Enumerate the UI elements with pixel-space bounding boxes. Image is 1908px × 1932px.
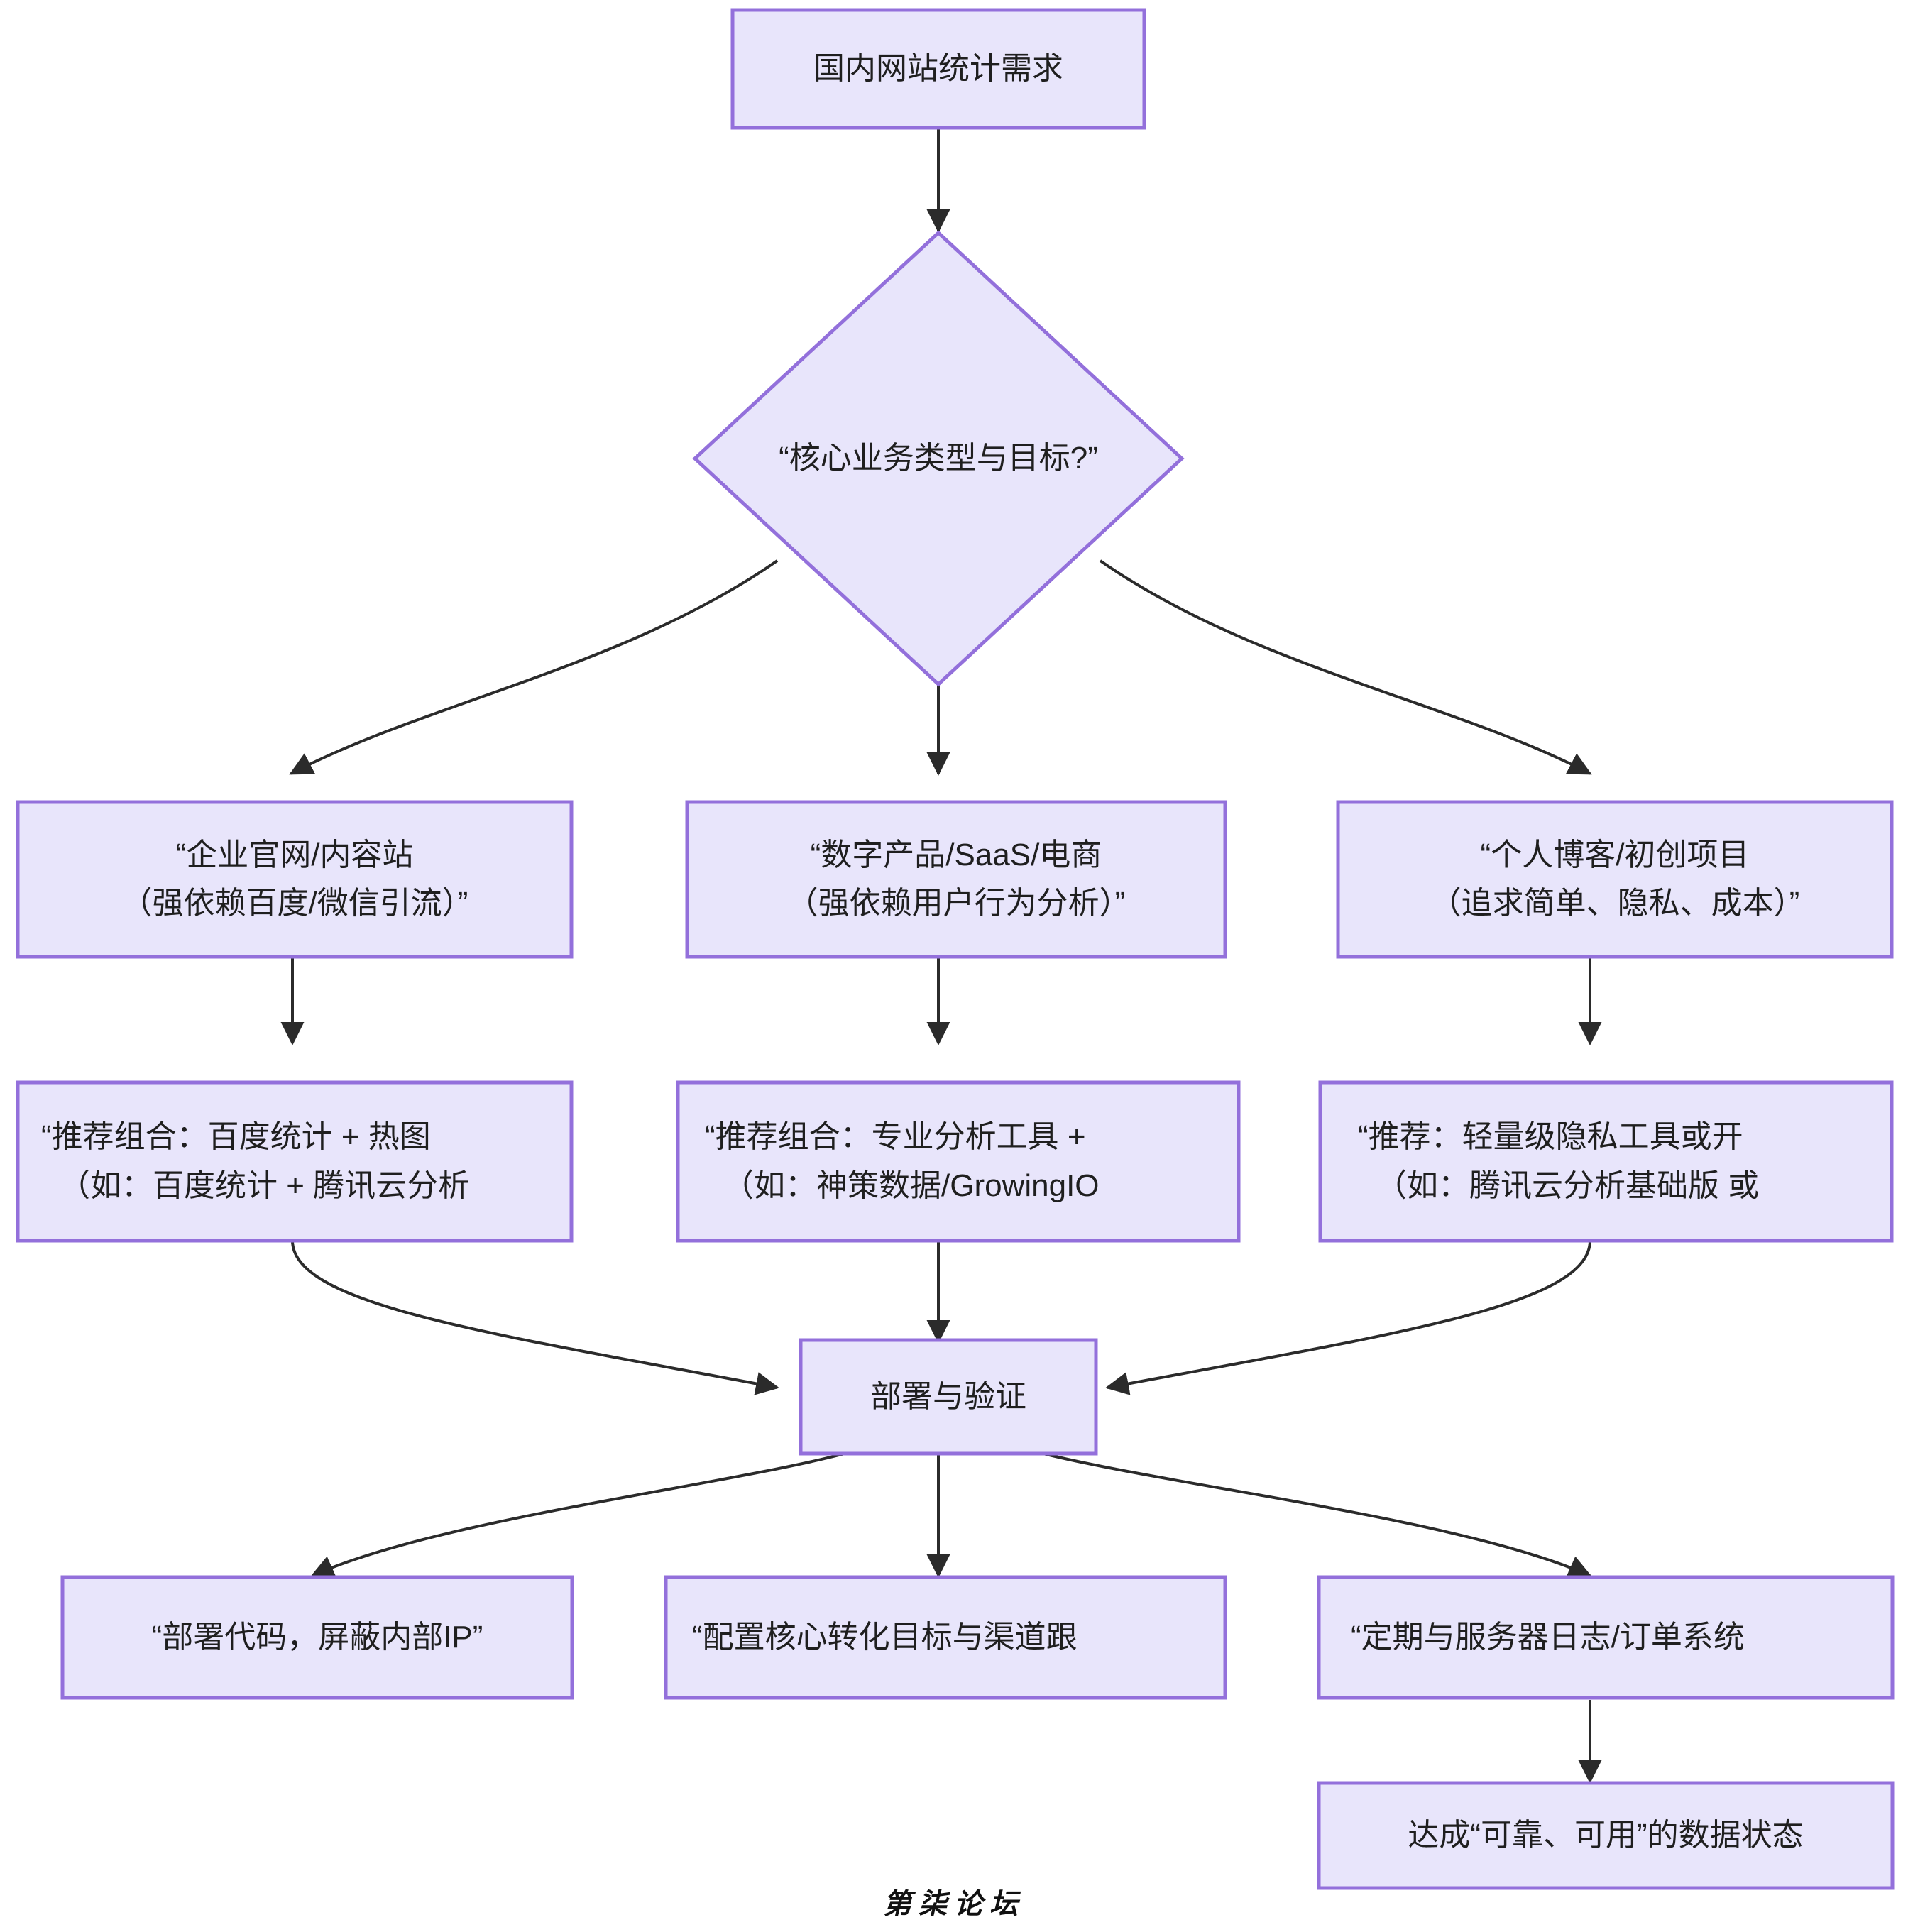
node-branch-c-shape[interactable] [1336,800,1894,959]
node-start-shape[interactable] [730,8,1146,130]
edge-deploy-to-step-c [1043,1452,1592,1578]
node-step-a-shape[interactable] [60,1575,574,1700]
edge-layer [280,128,1602,1784]
watermark-text: 第柒论坛 [883,1888,1025,1920]
node-step-b-shape[interactable] [664,1575,1227,1700]
edge-deploy-to-step-a [310,1452,845,1578]
edge-decision-to-branch-a [289,559,779,775]
node-deploy-shape[interactable] [799,1338,1098,1456]
node-branch-a-shape[interactable] [16,800,574,959]
node-step-c-shape[interactable] [1317,1575,1895,1700]
node-rec-c-shape[interactable] [1318,1080,1894,1243]
node-rec-b-shape[interactable] [676,1080,1241,1243]
node-decision-shape[interactable] [692,230,1185,687]
node-final-shape[interactable] [1317,1781,1895,1890]
edge-rec-a-to-deploy [291,1240,779,1395]
edge-rec-c-to-deploy [1105,1240,1591,1395]
node-shape-layer [16,8,1895,1890]
node-branch-b-shape[interactable] [685,800,1227,959]
node-rec-a-shape[interactable] [16,1080,574,1243]
edge-decision-to-branch-c [1099,559,1592,775]
